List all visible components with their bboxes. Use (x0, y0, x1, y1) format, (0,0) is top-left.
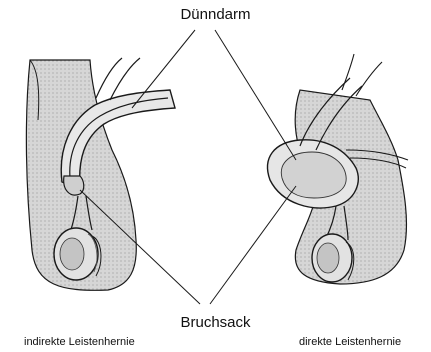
illustration-direct-hernia (268, 54, 408, 284)
label-hernial-sac: Bruchsack (0, 314, 431, 331)
leader-top-right (215, 30, 296, 160)
leader-bottom-right (210, 186, 296, 304)
illustration-indirect-hernia (26, 58, 175, 290)
caption-direct-hernia: direkte Leistenhernie (299, 336, 401, 348)
label-small-intestine: Dünndarm (0, 6, 431, 23)
caption-indirect-hernia: indirekte Leistenhernie (24, 336, 135, 348)
